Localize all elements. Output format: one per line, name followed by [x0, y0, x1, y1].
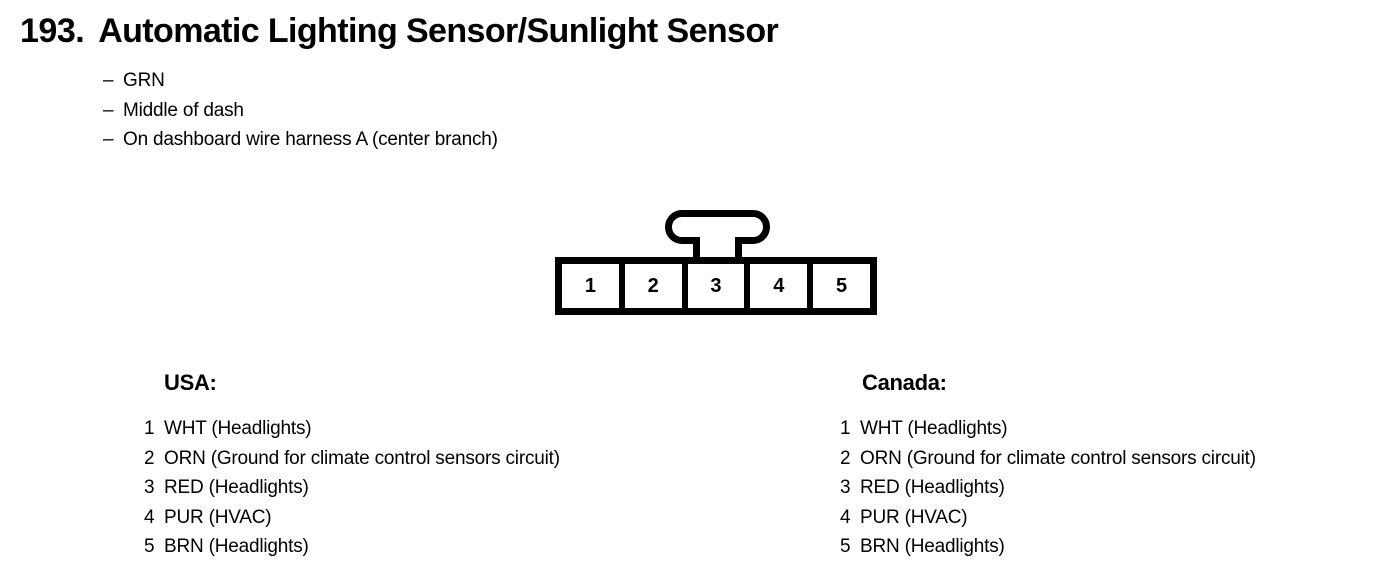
connector-pin-1: 1	[562, 264, 619, 308]
pinout-row: 2 ORN (Ground for climate control sensors…	[840, 444, 1256, 474]
page-title: Automatic Lighting Sensor/Sunlight Senso…	[98, 12, 779, 50]
pinout-row-label: WHT (Headlights)	[860, 418, 1008, 439]
pinout-row-number: 1	[840, 418, 851, 439]
pinout-row-label: WHT (Headlights)	[164, 418, 312, 439]
spec-item: –On dashboard wire harness A (center bra…	[103, 125, 498, 155]
pinout-row-number: 4	[840, 506, 851, 528]
connector-pin-3: 3	[687, 264, 745, 308]
pinout-column-usa: USA: 1 WHT (Headlights) 2 ORN (Ground for …	[144, 370, 560, 562]
spec-item-label: Middle of dash	[123, 99, 244, 121]
spec-item: –GRN	[103, 66, 498, 96]
pinout-row-label: BRN (Headlights)	[860, 536, 1005, 557]
pinout-row: 5 BRN (Headlights)	[144, 532, 560, 562]
pinout-list-usa: 1 WHT (Headlights) 2 ORN (Ground for clima…	[144, 414, 560, 562]
pinout-row: 1 WHT (Headlights)	[144, 414, 560, 444]
pinout-row-number: 5	[840, 536, 851, 557]
pinout-row-label: RED (Headlights)	[860, 477, 1005, 498]
pinout-row-label: ORN (Ground for climate control sensors …	[860, 447, 1256, 469]
connector-diagram: 1 2 3 4 5	[555, 210, 877, 315]
pinout-row-label: ORN (Ground for climate control sensors …	[164, 447, 560, 469]
pinout-row: 2 ORN (Ground for climate control sensors…	[144, 444, 560, 474]
connector-pin-5: 5	[813, 264, 870, 308]
pinout-row: 4 PUR (HVAC)	[840, 503, 1256, 533]
dash-bullet-icon: –	[103, 70, 114, 91]
connector-pin-2: 2	[624, 264, 682, 308]
pinout-row: 5 BRN (Headlights)	[840, 532, 1256, 562]
pinout-row-number: 2	[144, 447, 155, 469]
spec-item-label: On dashboard wire harness A (center bran…	[123, 129, 498, 150]
section-number: 193.	[20, 12, 85, 50]
connector-pin-4: 4	[750, 264, 808, 308]
connector-neck-fill	[700, 237, 735, 246]
pinout-row-label: PUR (HVAC)	[164, 506, 272, 528]
spec-item-label: GRN	[123, 70, 165, 91]
pinout-row: 1 WHT (Headlights)	[840, 414, 1256, 444]
pinout-row: 3 RED (Headlights)	[144, 473, 560, 503]
pinout-row-label: RED (Headlights)	[164, 477, 309, 498]
pinout-list-canada: 1 WHT (Headlights) 2 ORN (Ground for clima…	[840, 414, 1256, 562]
pinout-row-number: 4	[144, 506, 155, 528]
pinout-row-number: 1	[144, 418, 155, 439]
pinout-row-number: 5	[144, 536, 155, 557]
pinout-row-number: 2	[840, 447, 851, 469]
pinout-row: 4 PUR (HVAC)	[144, 503, 560, 533]
pinout-row-number: 3	[840, 477, 851, 498]
dash-bullet-icon: –	[103, 99, 114, 121]
pinout-row-number: 3	[144, 477, 155, 498]
pinout-column-canada: Canada: 1 WHT (Headlights) 2 ORN (Ground f…	[840, 370, 1256, 562]
pinout-row-label: PUR (HVAC)	[860, 506, 968, 528]
connector-neck-left	[693, 238, 700, 260]
connector-neck-right	[735, 238, 742, 260]
pinout-row-label: BRN (Headlights)	[164, 536, 309, 557]
pinout-row: 3 RED (Headlights)	[840, 473, 1256, 503]
page-header: 193. Automatic Lighting Sensor/Sunlight …	[20, 12, 779, 51]
spec-list: –GRN –Middle of dash –On dashboard wire …	[103, 66, 498, 155]
spec-item: –Middle of dash	[103, 96, 498, 126]
connector-body: 1 2 3 4 5	[555, 257, 877, 315]
pinout-heading-canada: Canada:	[862, 370, 947, 395]
pinout-heading-usa: USA:	[164, 370, 217, 395]
dash-bullet-icon: –	[103, 129, 114, 150]
